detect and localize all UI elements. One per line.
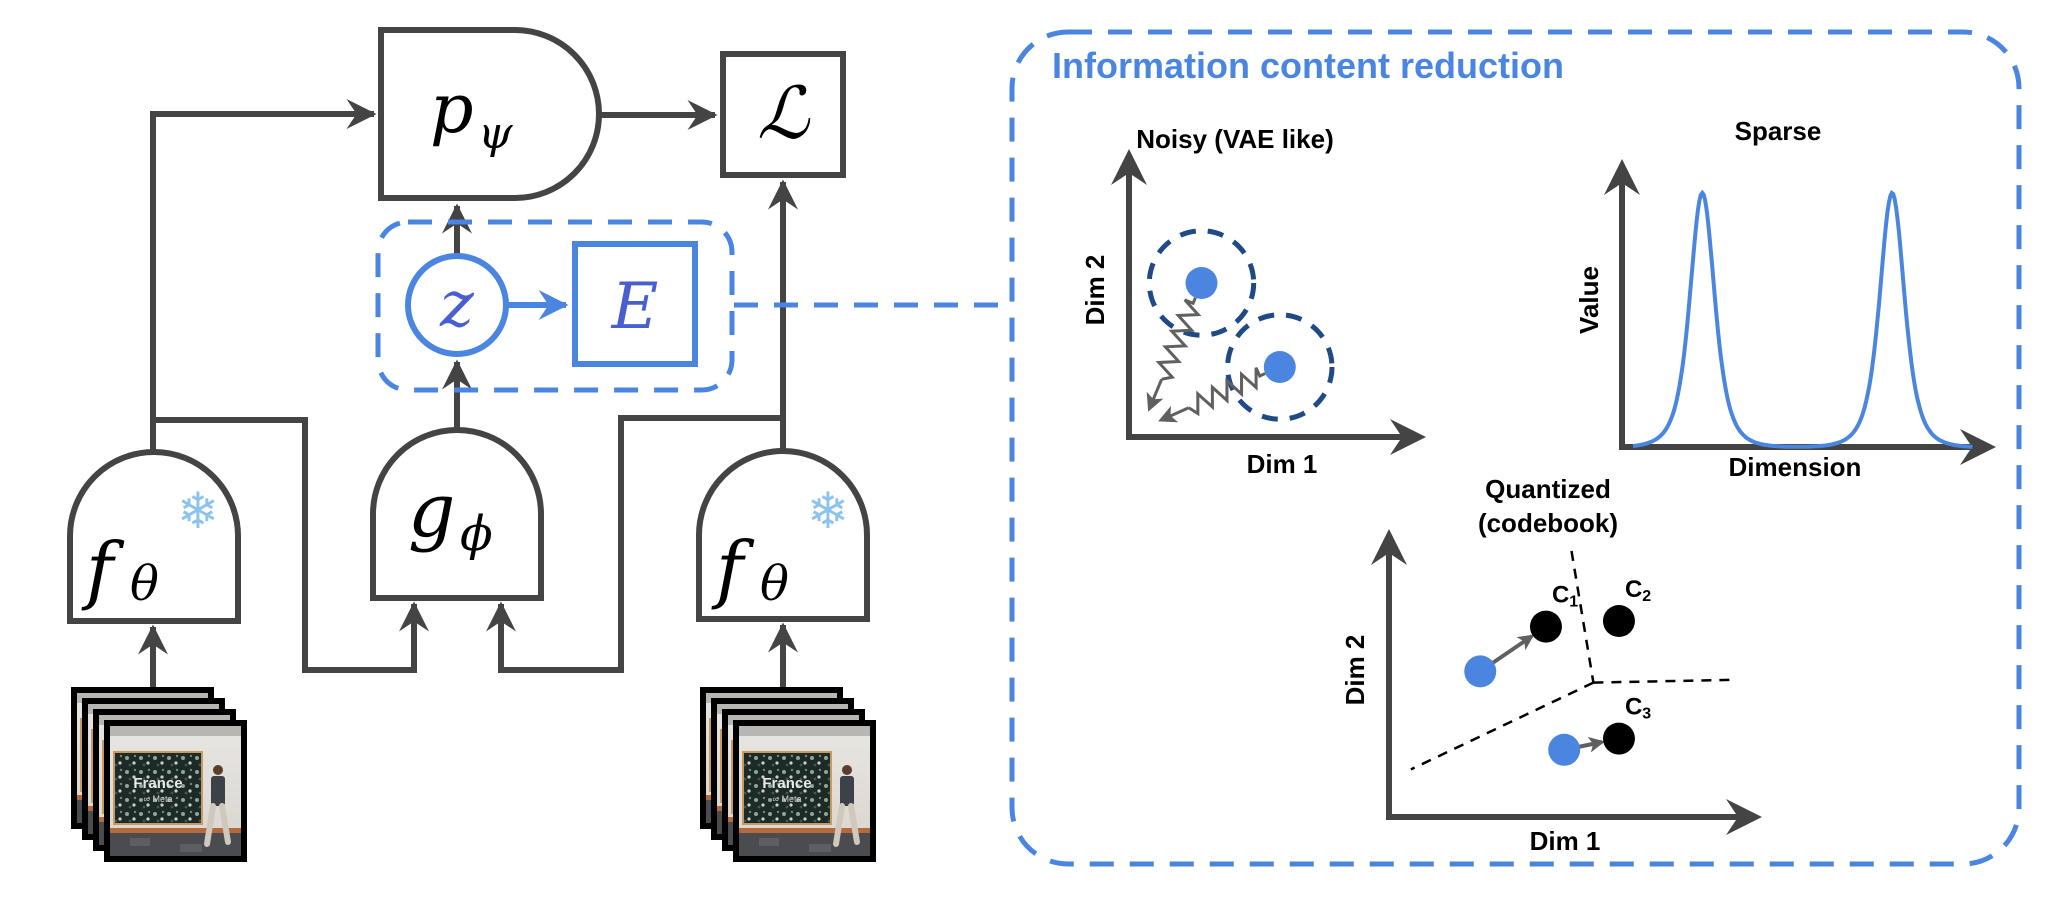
sparse-curve bbox=[1632, 189, 1973, 449]
loss-module[interactable]: ℒ bbox=[720, 51, 846, 178]
sparse-x-label: Dimension bbox=[1729, 452, 1862, 482]
predictor-subscript: ψ bbox=[478, 108, 513, 159]
information-reduction-panel: Information content reduction bbox=[1009, 29, 2022, 867]
encoder-right-subscript: θ bbox=[760, 556, 789, 612]
noise-region bbox=[1225, 312, 1335, 422]
noisy-y-label: Dim 2 bbox=[1080, 255, 1110, 326]
codebook-subscript: 3 bbox=[1642, 706, 1651, 723]
codebook-label: C2 bbox=[1625, 576, 1651, 605]
frame-sign-subtext: ∞ Meta bbox=[144, 794, 173, 804]
predictor-module[interactable]: p ψ bbox=[378, 27, 602, 201]
frame-sign-text: France bbox=[762, 775, 811, 792]
connectors bbox=[138, 99, 798, 700]
codebook-point bbox=[1529, 610, 1562, 643]
spring-icon bbox=[1155, 297, 1202, 381]
codebook-point bbox=[1602, 605, 1635, 637]
video-frames-left[interactable]: France ∞ Meta bbox=[71, 687, 247, 862]
pull-arrow bbox=[1158, 405, 1190, 423]
input-point bbox=[1548, 733, 1581, 766]
frame-sign-subtext: ∞ Meta bbox=[773, 794, 802, 804]
pull-arrow bbox=[1146, 378, 1164, 412]
sparse-y-label: Value bbox=[1574, 266, 1604, 334]
frame-sign-text: France bbox=[133, 775, 182, 792]
context-encoder-module[interactable]: g ϕ bbox=[370, 427, 544, 601]
context-encoder-subscript: ϕ bbox=[460, 506, 493, 562]
codebook-subscript: 1 bbox=[1569, 594, 1578, 611]
video-frame: France ∞ Meta bbox=[104, 720, 247, 862]
snowflake-icon: ❄ bbox=[177, 482, 219, 540]
latent-symbol: z bbox=[439, 268, 475, 342]
voronoi-boundary bbox=[1570, 550, 1595, 683]
sparse-plot-title: Sparse bbox=[1735, 116, 1822, 146]
voronoi-boundary bbox=[1593, 678, 1736, 684]
encoder-left-subscript: θ bbox=[130, 556, 159, 612]
quantized-plot-subtitle: (codebook) bbox=[1478, 508, 1618, 538]
loss-symbol: ℒ bbox=[757, 71, 811, 155]
codebook-point bbox=[1602, 722, 1635, 755]
latent-node[interactable]: z bbox=[405, 253, 509, 357]
voronoi-boundary bbox=[1410, 681, 1594, 771]
codebook-subscript: 2 bbox=[1642, 588, 1651, 605]
codebook-label: C3 bbox=[1625, 694, 1651, 723]
latent-point bbox=[1185, 267, 1218, 299]
noisy-vae-plot: Noisy (VAE like) Dim 1 Dim 2 bbox=[1080, 124, 1426, 479]
latent-point bbox=[1263, 351, 1296, 383]
energy-module[interactable]: E bbox=[572, 241, 698, 367]
noise-region bbox=[1146, 228, 1257, 338]
codebook-label: C1 bbox=[1552, 582, 1578, 611]
energy-symbol: E bbox=[611, 270, 659, 344]
snowflake-icon: ❄ bbox=[807, 482, 849, 540]
video-frames-right[interactable]: France ∞ Meta bbox=[700, 687, 876, 862]
encoder-left-module[interactable]: f θ ❄ bbox=[67, 449, 241, 624]
assignment-arrow bbox=[1577, 736, 1605, 753]
arrow-encoder-left-to-context bbox=[153, 417, 429, 673]
sparse-plot: Sparse Dimension Value bbox=[1574, 116, 1996, 482]
arrow-encoder-right-to-context bbox=[486, 415, 783, 673]
context-encoder-symbol: g bbox=[408, 468, 455, 554]
noisy-x-label: Dim 1 bbox=[1247, 449, 1318, 479]
video-frame: France ∞ Meta bbox=[733, 720, 876, 862]
quantized-x-label: Dim 1 bbox=[1530, 826, 1601, 856]
assignment-arrow bbox=[1490, 634, 1535, 666]
spring-icon bbox=[1187, 367, 1266, 417]
panel-title: Information content reduction bbox=[1052, 45, 1564, 86]
input-point bbox=[1464, 655, 1497, 688]
panel-border bbox=[1009, 29, 2022, 867]
encoder-right-module[interactable]: f θ ❄ bbox=[696, 448, 870, 622]
predictor-symbol: p bbox=[430, 70, 474, 149]
noisy-plot-title: Noisy (VAE like) bbox=[1136, 124, 1333, 154]
quantized-y-label: Dim 2 bbox=[1340, 635, 1370, 706]
arrow-encoder-left-to-predictor bbox=[150, 99, 377, 453]
quantized-plot-title: Quantized bbox=[1485, 474, 1611, 504]
latent-energy-group: z E bbox=[375, 219, 735, 393]
